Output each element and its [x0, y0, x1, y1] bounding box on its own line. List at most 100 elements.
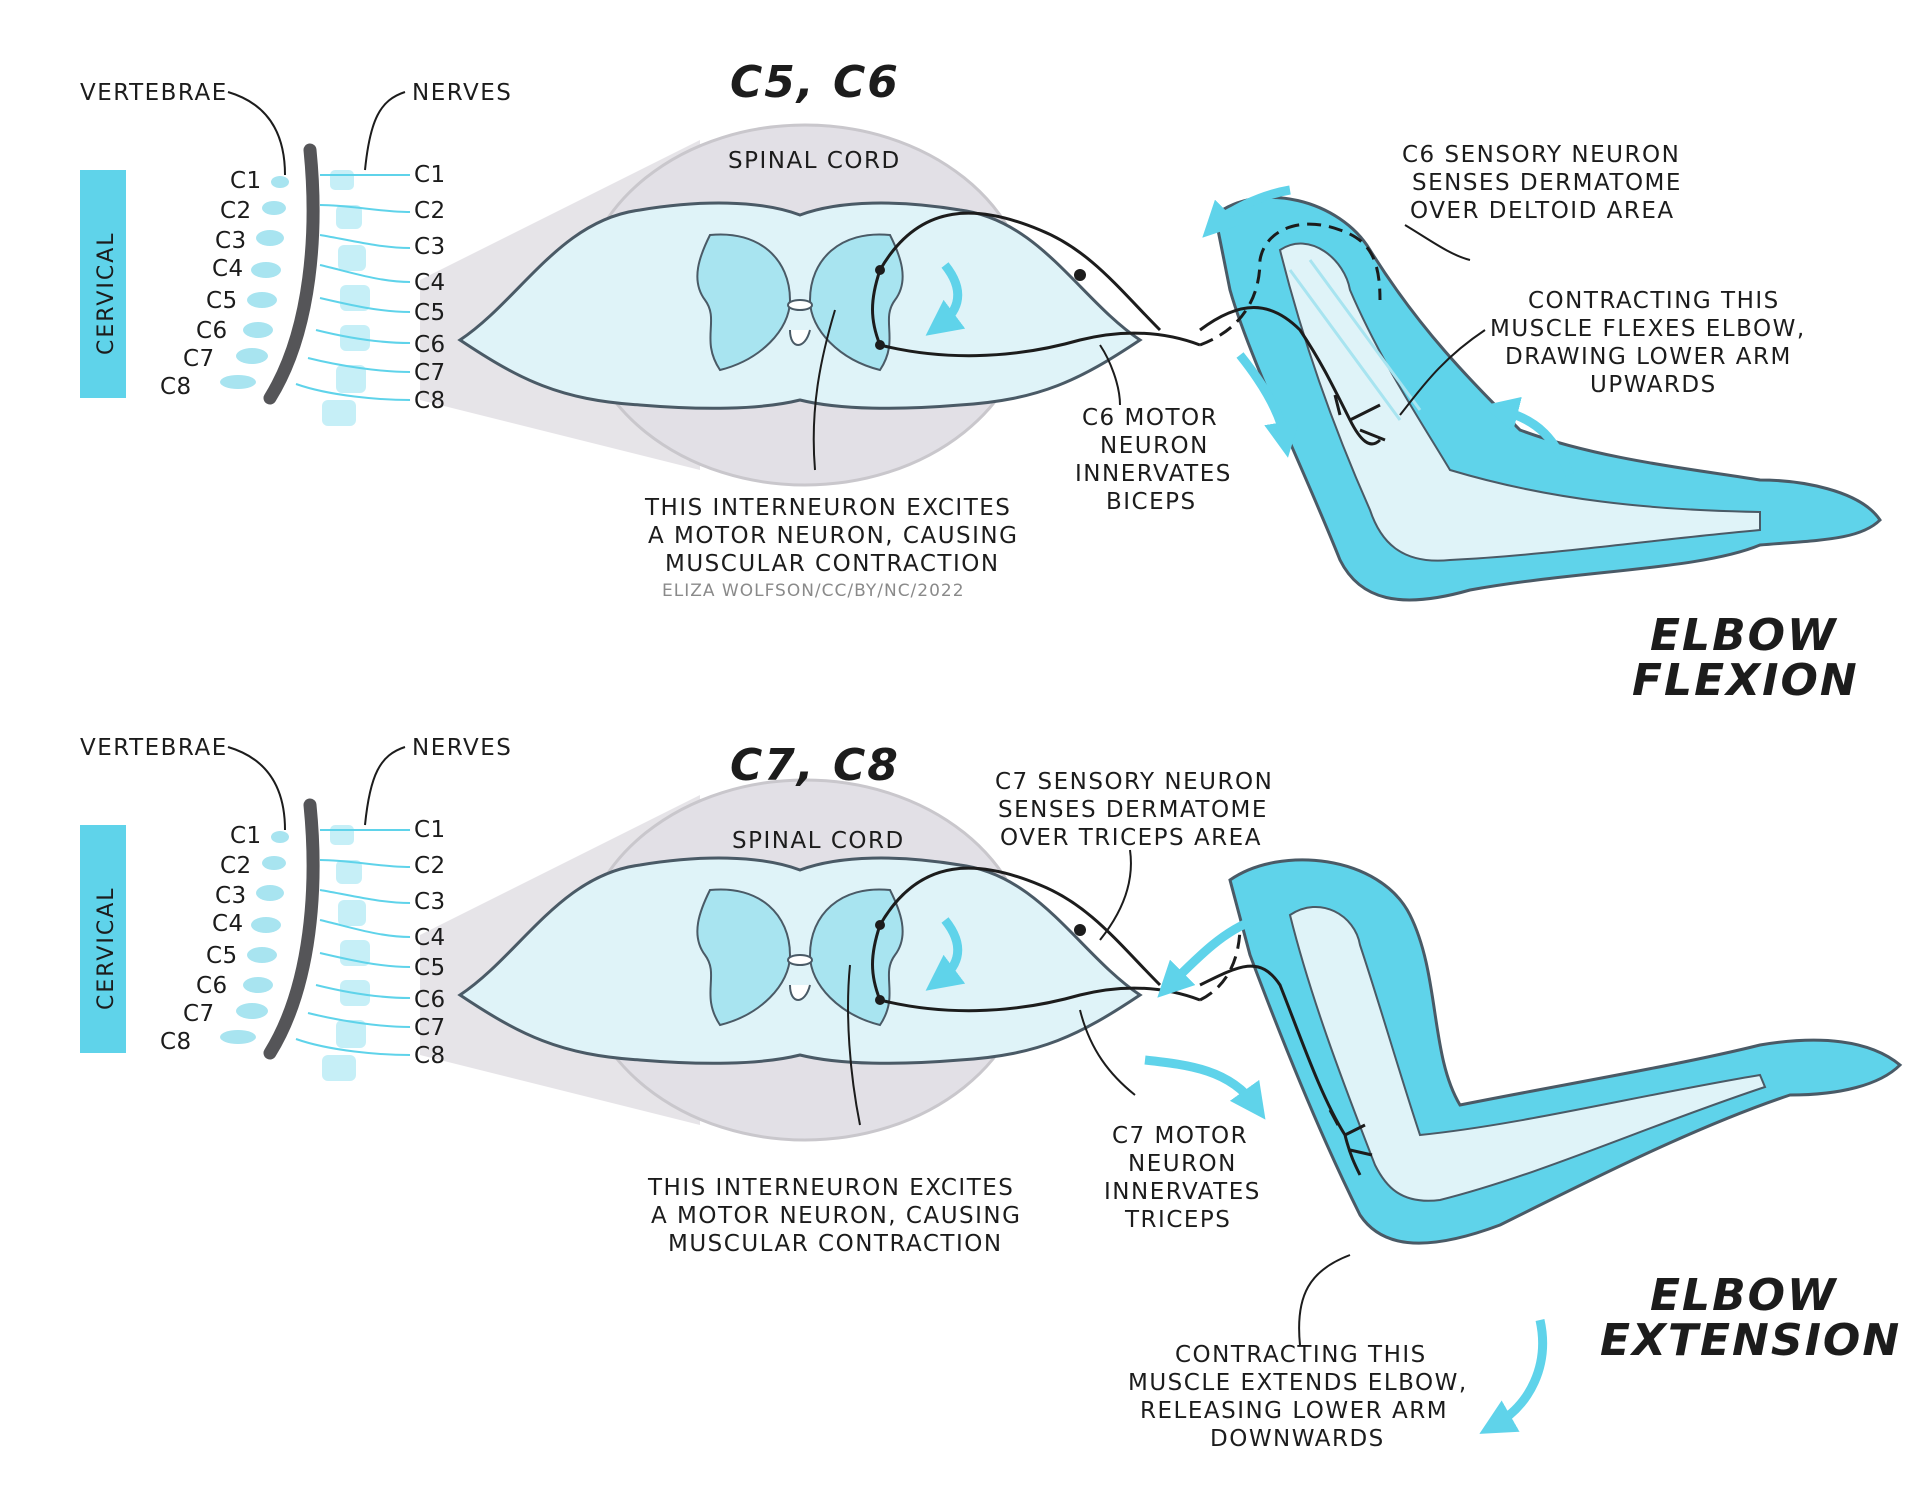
svg-text:C7 MOTOR: C7 MOTOR [1112, 1123, 1248, 1149]
sensory-note: C7 SENSORY NEURON SENSES DERMATOME OVER … [995, 769, 1273, 851]
cervical-label: CERVICAL [94, 886, 119, 1010]
curved-arrow-icon [1144, 1055, 1266, 1120]
svg-text:C6 SENSORY NEURON: C6 SENSORY NEURON [1402, 142, 1680, 168]
nerve-labels: C1 C2 C3 C4 C5 C6 C7 C8 [414, 817, 446, 1069]
svg-text:MUSCULAR CONTRACTION: MUSCULAR CONTRACTION [665, 551, 1000, 577]
svg-text:A MOTOR NEURON, CAUSING: A MOTOR NEURON, CAUSING [648, 523, 1018, 549]
nerve-label: C3 [414, 889, 446, 915]
vertebra-label: C8 [160, 374, 192, 400]
curved-arrow-icon [1482, 396, 1575, 477]
vertebrae-label: VERTEBRAE [80, 80, 228, 106]
svg-text:CONTRACTING THIS: CONTRACTING THIS [1528, 288, 1780, 314]
nerve-labels: C1 C2 C3 C4 C5 C6 C7 C8 [414, 162, 446, 414]
nerve-label: C7 [414, 360, 446, 386]
cervical-label: CERVICAL [94, 231, 119, 355]
nerve-label: C6 [414, 987, 446, 1013]
svg-text:THIS INTERNEURON EXCITES: THIS INTERNEURON EXCITES [644, 495, 1011, 521]
interneuron-note: THIS INTERNEURON EXCITES A MOTOR NEURON,… [644, 495, 1018, 577]
nerve-label: C1 [414, 162, 446, 188]
nerve-label: C5 [414, 300, 446, 326]
curved-arrow-icon [1157, 915, 1257, 998]
svg-text:ELBOW: ELBOW [1650, 610, 1838, 661]
nerve-label: C6 [414, 332, 446, 358]
vertebra-label: C1 [230, 823, 262, 849]
nerve-label: C3 [414, 234, 446, 260]
vertebra-label: C6 [196, 318, 228, 344]
arm-illustration [1213, 195, 1882, 602]
spinal-cord-label: SPINAL CORD [732, 828, 905, 854]
muscle-note: CONTRACTING THIS MUSCLE EXTENDS ELBOW, R… [1128, 1342, 1468, 1452]
sensory-note: C6 SENSORY NEURON SENSES DERMATOME OVER … [1402, 142, 1680, 224]
svg-text:INNERVATES: INNERVATES [1075, 461, 1232, 487]
vertebrae-label: VERTEBRAE [80, 735, 228, 761]
svg-text:FLEXION: FLEXION [1632, 655, 1859, 706]
leader-lines [227, 746, 1351, 1346]
svg-text:THIS INTERNEURON EXCITES: THIS INTERNEURON EXCITES [647, 1175, 1014, 1201]
vertebra-label: C3 [215, 883, 247, 909]
svg-text:OVER TRICEPS AREA: OVER TRICEPS AREA [1000, 825, 1262, 851]
vertebra-label: C4 [212, 256, 244, 282]
svg-text:ELBOW: ELBOW [1650, 1270, 1838, 1321]
motor-note: C7 MOTOR NEURON INNERVATES TRICEPS [1104, 1123, 1259, 1233]
panel-heading: C5, C6 [730, 57, 900, 108]
svg-text:C7 SENSORY NEURON: C7 SENSORY NEURON [995, 769, 1273, 795]
leader-lines [227, 91, 1486, 471]
svg-text:MUSCLE FLEXES ELBOW,: MUSCLE FLEXES ELBOW, [1490, 316, 1806, 342]
svg-text:TRICEPS: TRICEPS [1124, 1207, 1231, 1233]
vertebra-labels: C1 C2 C3 C4 C5 C6 C7 C8 [160, 823, 262, 1055]
nerve-label: C8 [414, 1043, 446, 1069]
sensory-motor-fibers [1199, 924, 1373, 1176]
svg-text:A MOTOR NEURON, CAUSING: A MOTOR NEURON, CAUSING [651, 1203, 1021, 1229]
svg-text:CONTRACTING THIS: CONTRACTING THIS [1175, 1342, 1427, 1368]
svg-text:MUSCLE EXTENDS ELBOW,: MUSCLE EXTENDS ELBOW, [1128, 1370, 1468, 1396]
svg-text:RELEASING LOWER ARM: RELEASING LOWER ARM [1140, 1398, 1448, 1424]
svg-text:OVER DELTOID AREA: OVER DELTOID AREA [1410, 198, 1675, 224]
vertebra-label: C3 [215, 228, 247, 254]
credit-line: ELIZA WOLFSON/CC/BY/NC/2022 [662, 581, 965, 601]
movement-title: ELBOW FLEXION [1632, 610, 1859, 706]
svg-text:BICEPS: BICEPS [1106, 489, 1197, 515]
vertebra-label: C7 [183, 1001, 215, 1027]
nerve-label: C2 [414, 198, 446, 224]
vertebra-labels: C1 C2 C3 C4 C5 C6 C7 C8 [160, 168, 262, 400]
interneuron-note: THIS INTERNEURON EXCITES A MOTOR NEURON,… [647, 1175, 1021, 1257]
vertebra-label: C2 [220, 853, 252, 879]
vertebra-label: C6 [196, 973, 228, 999]
panel-elbow-extension: VERTEBRAE NERVES C7, C8 CERVICAL C1 C2 C… [80, 735, 1903, 1452]
nerve-label: C4 [414, 270, 446, 296]
vertebra-label: C1 [230, 168, 262, 194]
vertebra-label: C2 [220, 198, 252, 224]
svg-text:EXTENSION: EXTENSION [1600, 1315, 1901, 1366]
nerve-label: C1 [414, 817, 446, 843]
sensory-motor-fibers [1199, 222, 1386, 446]
svg-text:UPWARDS: UPWARDS [1590, 372, 1717, 398]
svg-text:NEURON: NEURON [1128, 1151, 1237, 1177]
arm-illustration [1228, 858, 1903, 1245]
svg-text:MUSCULAR CONTRACTION: MUSCULAR CONTRACTION [668, 1231, 1003, 1257]
vertebra-label: C4 [212, 911, 244, 937]
curved-arrow-icon [1236, 352, 1300, 458]
nerve-label: C5 [414, 955, 446, 981]
nerve-label: C2 [414, 853, 446, 879]
svg-text:DRAWING LOWER ARM: DRAWING LOWER ARM [1505, 344, 1792, 370]
panel-heading: C7, C8 [730, 740, 900, 791]
spinal-cord-label: SPINAL CORD [728, 148, 901, 174]
motor-note: C6 MOTOR NEURON INNERVATES BICEPS [1075, 405, 1232, 515]
nerve-label: C7 [414, 1015, 446, 1041]
nerve-label: C4 [414, 925, 446, 951]
nerve-label: C8 [414, 388, 446, 414]
svg-text:NEURON: NEURON [1100, 433, 1209, 459]
panel-elbow-flexion: VERTEBRAE NERVES C5, C6 CERVICAL C1 C2 C… [80, 57, 1882, 706]
vertebra-label: C7 [183, 346, 215, 372]
curved-arrow-icon [1479, 1319, 1548, 1434]
svg-text:SENSES DERMATOME: SENSES DERMATOME [998, 797, 1268, 823]
curved-arrow-icon [1202, 185, 1291, 238]
vertebra-label: C5 [206, 943, 238, 969]
nerves-label: NERVES [412, 80, 512, 106]
movement-title: ELBOW EXTENSION [1600, 1270, 1901, 1366]
vertebra-label: C8 [160, 1029, 192, 1055]
vertebra-label: C5 [206, 288, 238, 314]
muscle-note: CONTRACTING THIS MUSCLE FLEXES ELBOW, DR… [1490, 288, 1806, 398]
svg-text:C6 MOTOR: C6 MOTOR [1082, 405, 1218, 431]
